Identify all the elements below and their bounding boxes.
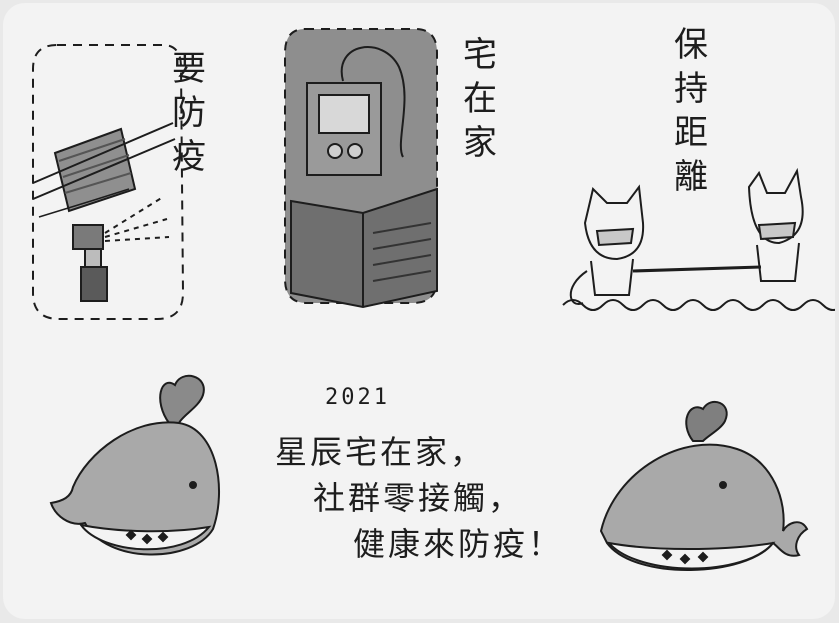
top-left-caption: 要 防 疫 [172,49,206,177]
top-middle-caption: 宅 在 家 [463,35,497,163]
top-right-caption: 保 持 距 離 [674,25,708,197]
message-line-1: 星辰宅在家， [275,433,486,471]
message-line-3: 健康來防疫！ [353,525,564,563]
year-label: 2021 [325,385,390,410]
music-player-panel [284,28,438,309]
mask-and-spray-panel [32,44,185,320]
left-whale [49,375,220,556]
drawing-paper: 要 防 疫 宅 在 家 保 持 距 離 2021 星辰宅在家， 社群零接觸， 健… [3,3,835,619]
cats-distance-panel [562,167,835,311]
message-line-2: 社群零接觸， [313,479,524,517]
doodle-illustration [32,28,835,571]
right-whale [599,400,809,571]
